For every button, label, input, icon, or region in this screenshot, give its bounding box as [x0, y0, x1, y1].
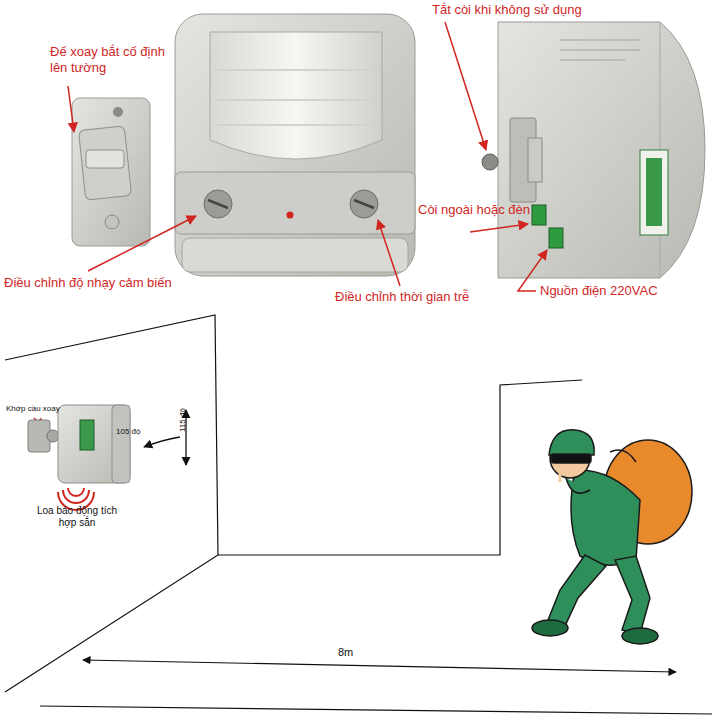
angle-label: 115 độ [178, 408, 188, 432]
sensor-front [175, 14, 415, 276]
angle-label: 105 độ [116, 427, 140, 437]
leader-lines [34, 22, 547, 428]
part-label: Điều chỉnh độ nhạy cảm biến [4, 275, 172, 291]
mount-base [72, 98, 150, 246]
wall-sensor [28, 405, 130, 510]
part-label: Tắt còi khi không sử dụng [432, 2, 582, 18]
part-label: Nguồn điện 220VAC [540, 283, 658, 299]
sensor-side [482, 22, 705, 278]
part-label: Điều chỉnh thời gian trễ [335, 289, 469, 305]
part-label: Còi ngoài hoặc đèn [418, 202, 530, 218]
part-label: Loa báo động tích hợp sẵn [36, 505, 118, 529]
thief-figure [532, 430, 692, 644]
room-outline [5, 315, 712, 714]
part-label: Đế xoay bắt cố định lên tường [50, 44, 175, 75]
dimension-label: 8m [338, 646, 353, 659]
dimension-line [83, 660, 676, 672]
part-label: Khớp cầu xoay [6, 404, 60, 414]
